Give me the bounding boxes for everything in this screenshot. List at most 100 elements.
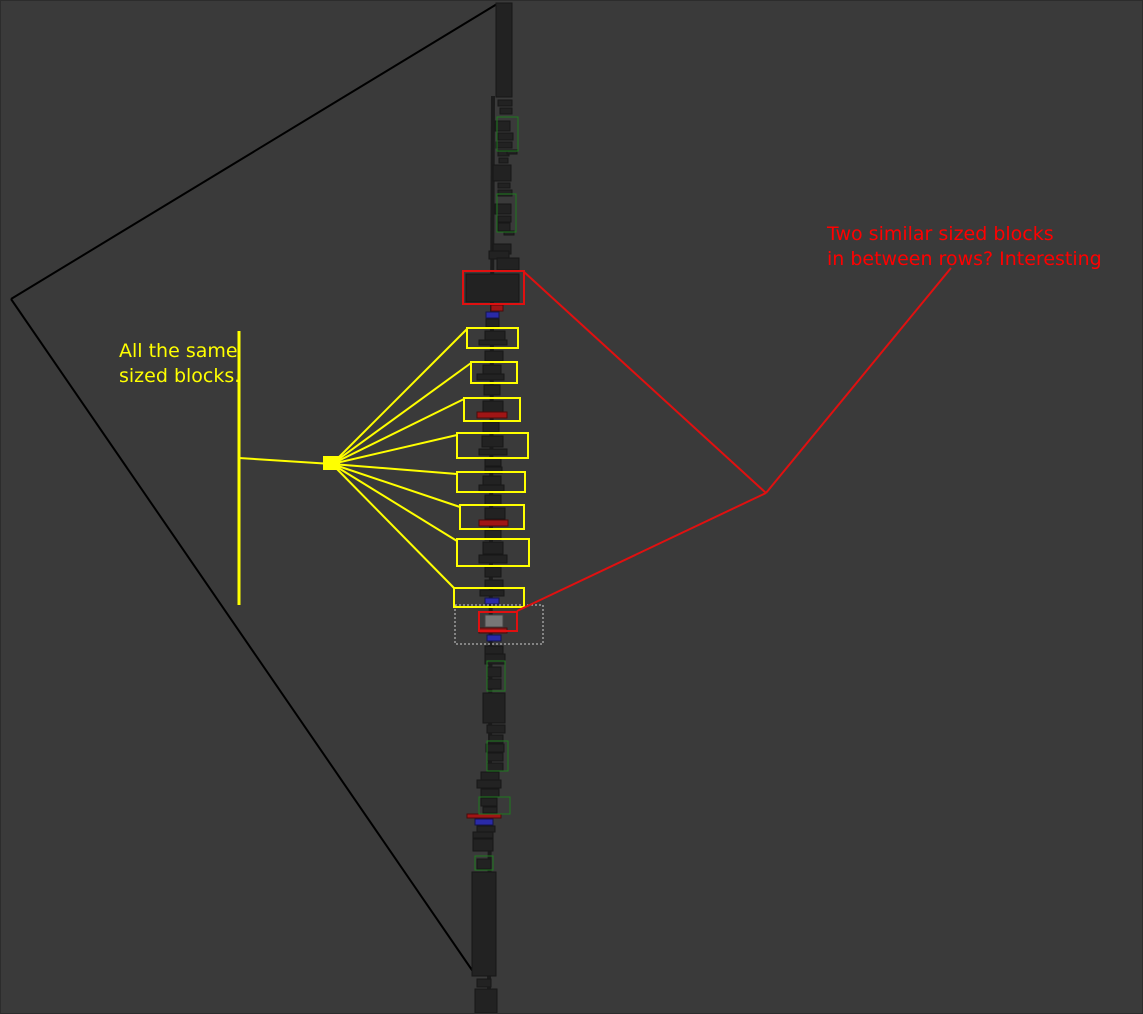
chain-block[interactable]: [498, 157, 509, 164]
yellow-ray: [331, 463, 458, 542]
yellow-annotation-note: All the same sized blocks.: [119, 339, 240, 389]
chain-block[interactable]: [480, 797, 498, 807]
chain-block[interactable]: [483, 384, 501, 396]
chain-block[interactable]: [486, 752, 504, 762]
chain-block-blue-marker[interactable]: [484, 597, 500, 605]
yellow-highlight-box: [463, 397, 521, 422]
chain-block[interactable]: [497, 132, 514, 141]
chain-block[interactable]: [482, 692, 506, 724]
green-group-outline: [486, 740, 509, 772]
red-annotation-note: Two similar sized blocks in between rows…: [827, 222, 1102, 272]
chain-block[interactable]: [486, 762, 504, 772]
yellow-highlight-box: [470, 361, 518, 384]
yellow-highlight-box: [456, 471, 526, 493]
black-outline-line-bottom: [10, 298, 475, 974]
chain-block[interactable]: [484, 494, 502, 506]
yellow-highlight-box: [466, 327, 519, 349]
chain-block[interactable]: [495, 141, 513, 149]
chain-block[interactable]: [465, 273, 520, 303]
red-connector-line: [765, 267, 952, 494]
chain-block[interactable]: [471, 871, 497, 977]
chain-block[interactable]: [476, 373, 505, 381]
chain-block[interactable]: [478, 339, 508, 346]
chain-block[interactable]: [494, 203, 512, 215]
green-group-outline: [496, 193, 517, 233]
chain-block[interactable]: [495, 2, 513, 98]
chain-block-red-marker[interactable]: [466, 813, 502, 819]
chain-block[interactable]: [484, 457, 502, 467]
chain-block-red-marker[interactable]: [490, 304, 504, 312]
chain-block-blue-marker[interactable]: [485, 311, 500, 319]
yellow-note-line-1: All the same: [119, 340, 238, 362]
selection-box: [454, 604, 544, 645]
chain-block[interactable]: [480, 771, 500, 781]
chain-block[interactable]: [492, 164, 512, 182]
chain-block-red-marker[interactable]: [476, 411, 508, 419]
chain-block[interactable]: [481, 435, 504, 448]
chain-block[interactable]: [478, 554, 508, 564]
chain-block[interactable]: [474, 988, 498, 1013]
chain-block[interactable]: [472, 831, 494, 839]
chain-block-selected[interactable]: [484, 614, 504, 628]
chain-block[interactable]: [476, 858, 492, 870]
chain-block[interactable]: [484, 566, 502, 578]
yellow-ray: [331, 463, 461, 508]
chain-block[interactable]: [478, 484, 505, 492]
chain-block[interactable]: [484, 507, 506, 520]
chain-block[interactable]: [484, 645, 504, 655]
chain-block[interactable]: [497, 222, 511, 232]
chain-block[interactable]: [503, 230, 515, 236]
chain-block[interactable]: [476, 978, 492, 988]
chain-block[interactable]: [499, 107, 513, 115]
green-group-outline: [474, 855, 494, 871]
yellow-ray: [331, 434, 458, 465]
yellow-ray: [331, 328, 468, 465]
red-connector-line: [522, 270, 767, 494]
chain-block-blue-marker[interactable]: [486, 634, 502, 642]
green-group-outline: [496, 116, 519, 152]
red-note-line-2: in between rows? Interesting: [827, 248, 1102, 270]
chain-block[interactable]: [484, 653, 506, 665]
chain-block-blue-marker[interactable]: [474, 818, 494, 826]
yellow-ray: [331, 463, 458, 475]
chain-block[interactable]: [486, 666, 502, 678]
yellow-note-line-2: sized blocks.: [119, 365, 241, 387]
chain-block[interactable]: [482, 541, 504, 555]
chain-block[interactable]: [480, 788, 500, 798]
chain-block[interactable]: [486, 724, 506, 734]
green-group-outline: [478, 796, 511, 815]
chain-block[interactable]: [482, 806, 498, 814]
chain-block[interactable]: [472, 838, 494, 852]
chain-block[interactable]: [476, 825, 496, 833]
chain-block[interactable]: [484, 579, 504, 589]
chain-block[interactable]: [496, 257, 520, 271]
yellow-ray: [331, 463, 455, 589]
chain-block[interactable]: [506, 149, 518, 155]
chain-block[interactable]: [479, 589, 505, 597]
red-connector-line: [516, 492, 767, 612]
yellow-ray: [331, 362, 472, 465]
chain-blocks-group: [465, 2, 520, 1013]
chain-block[interactable]: [482, 421, 500, 433]
chain-block[interactable]: [478, 448, 508, 456]
red-annotation-group: [462, 267, 952, 632]
chain-block[interactable]: [482, 400, 504, 414]
chain-block[interactable]: [497, 99, 513, 107]
chain-block[interactable]: [494, 120, 511, 132]
chain-block[interactable]: [488, 734, 504, 744]
chain-block[interactable]: [497, 189, 513, 197]
chain-block[interactable]: [485, 743, 505, 753]
red-highlight-box-bottom: [478, 611, 518, 632]
chain-block[interactable]: [486, 678, 502, 690]
black-outline-group: [10, 3, 498, 974]
yellow-highlight-box: [453, 587, 525, 608]
chain-block[interactable]: [497, 182, 511, 189]
chain-block[interactable]: [484, 350, 504, 362]
chain-block[interactable]: [485, 318, 500, 328]
chain-block[interactable]: [497, 215, 512, 223]
chain-block-red-marker[interactable]: [478, 519, 509, 527]
red-highlight-box-top: [462, 270, 525, 305]
chain-block[interactable]: [476, 779, 502, 789]
